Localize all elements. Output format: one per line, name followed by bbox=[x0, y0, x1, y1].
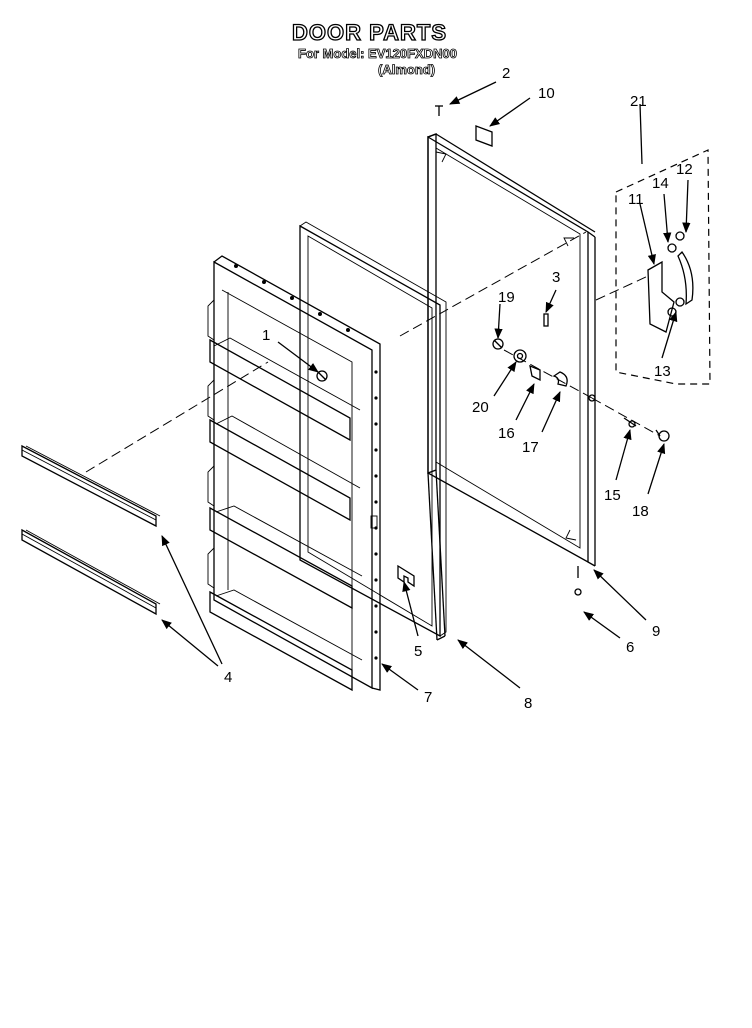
callout-15: 15 bbox=[604, 487, 621, 504]
shelf-3 bbox=[209, 506, 353, 610]
callout-16: 16 bbox=[498, 425, 515, 442]
model-subtitle: For Model: EV120FXDN00 bbox=[298, 46, 458, 62]
door-panel-front bbox=[427, 135, 589, 564]
door-panel-inner-edge bbox=[435, 147, 581, 549]
color-subtitle: (Almond) bbox=[378, 62, 436, 78]
callout-20: 20 bbox=[472, 399, 489, 416]
callout-12: 12 bbox=[676, 161, 693, 178]
clip-5 bbox=[397, 564, 415, 588]
pin-15 bbox=[623, 417, 637, 428]
hinge-assembly-box bbox=[615, 149, 711, 385]
washer-20 bbox=[513, 349, 527, 363]
assembly-lines bbox=[85, 231, 661, 473]
label-10 bbox=[475, 125, 493, 147]
outer-door-panel bbox=[427, 133, 596, 641]
hole-cap bbox=[588, 394, 596, 402]
callout-10: 10 bbox=[538, 85, 555, 102]
shelf-rail-upper bbox=[21, 444, 161, 528]
screw-1 bbox=[316, 370, 328, 382]
shelf-rail-lower bbox=[21, 528, 161, 616]
screw-19 bbox=[492, 338, 504, 350]
callout-19: 19 bbox=[498, 289, 515, 306]
shelf-1 bbox=[209, 338, 351, 442]
inner-door-liner bbox=[207, 255, 381, 692]
callout-4: 4 bbox=[224, 669, 232, 686]
cap-18 bbox=[655, 429, 670, 442]
callout-6: 6 bbox=[626, 639, 634, 656]
shelf-4 bbox=[209, 590, 353, 692]
screw-6 bbox=[574, 588, 582, 596]
callout-9: 9 bbox=[652, 623, 660, 640]
callout-5: 5 bbox=[414, 643, 422, 660]
callout-8: 8 bbox=[524, 695, 532, 712]
callout-21: 21 bbox=[630, 93, 647, 110]
callout-17: 17 bbox=[522, 439, 539, 456]
callout-3: 3 bbox=[552, 269, 560, 286]
callout-11: 11 bbox=[628, 191, 644, 208]
part-17 bbox=[552, 371, 568, 387]
callout-14: 14 bbox=[652, 175, 669, 192]
callout-2: 2 bbox=[502, 65, 510, 82]
part-16 bbox=[529, 364, 541, 382]
shelf-2 bbox=[209, 418, 351, 522]
callout-1: 1 bbox=[262, 327, 270, 344]
callout-18: 18 bbox=[632, 503, 649, 520]
hinge-bracket bbox=[647, 231, 694, 333]
leader-lines bbox=[161, 81, 691, 691]
callout-7: 7 bbox=[424, 689, 432, 706]
callout-labels: 1 2 3 4 5 6 7 8 9 10 11 12 13 14 15 16 1… bbox=[224, 65, 693, 712]
door-gasket bbox=[299, 221, 447, 638]
page-title: DOOR PARTS bbox=[291, 19, 448, 45]
screw-2 bbox=[435, 105, 443, 116]
part-3 bbox=[543, 313, 549, 327]
callout-13: 13 bbox=[654, 363, 671, 380]
